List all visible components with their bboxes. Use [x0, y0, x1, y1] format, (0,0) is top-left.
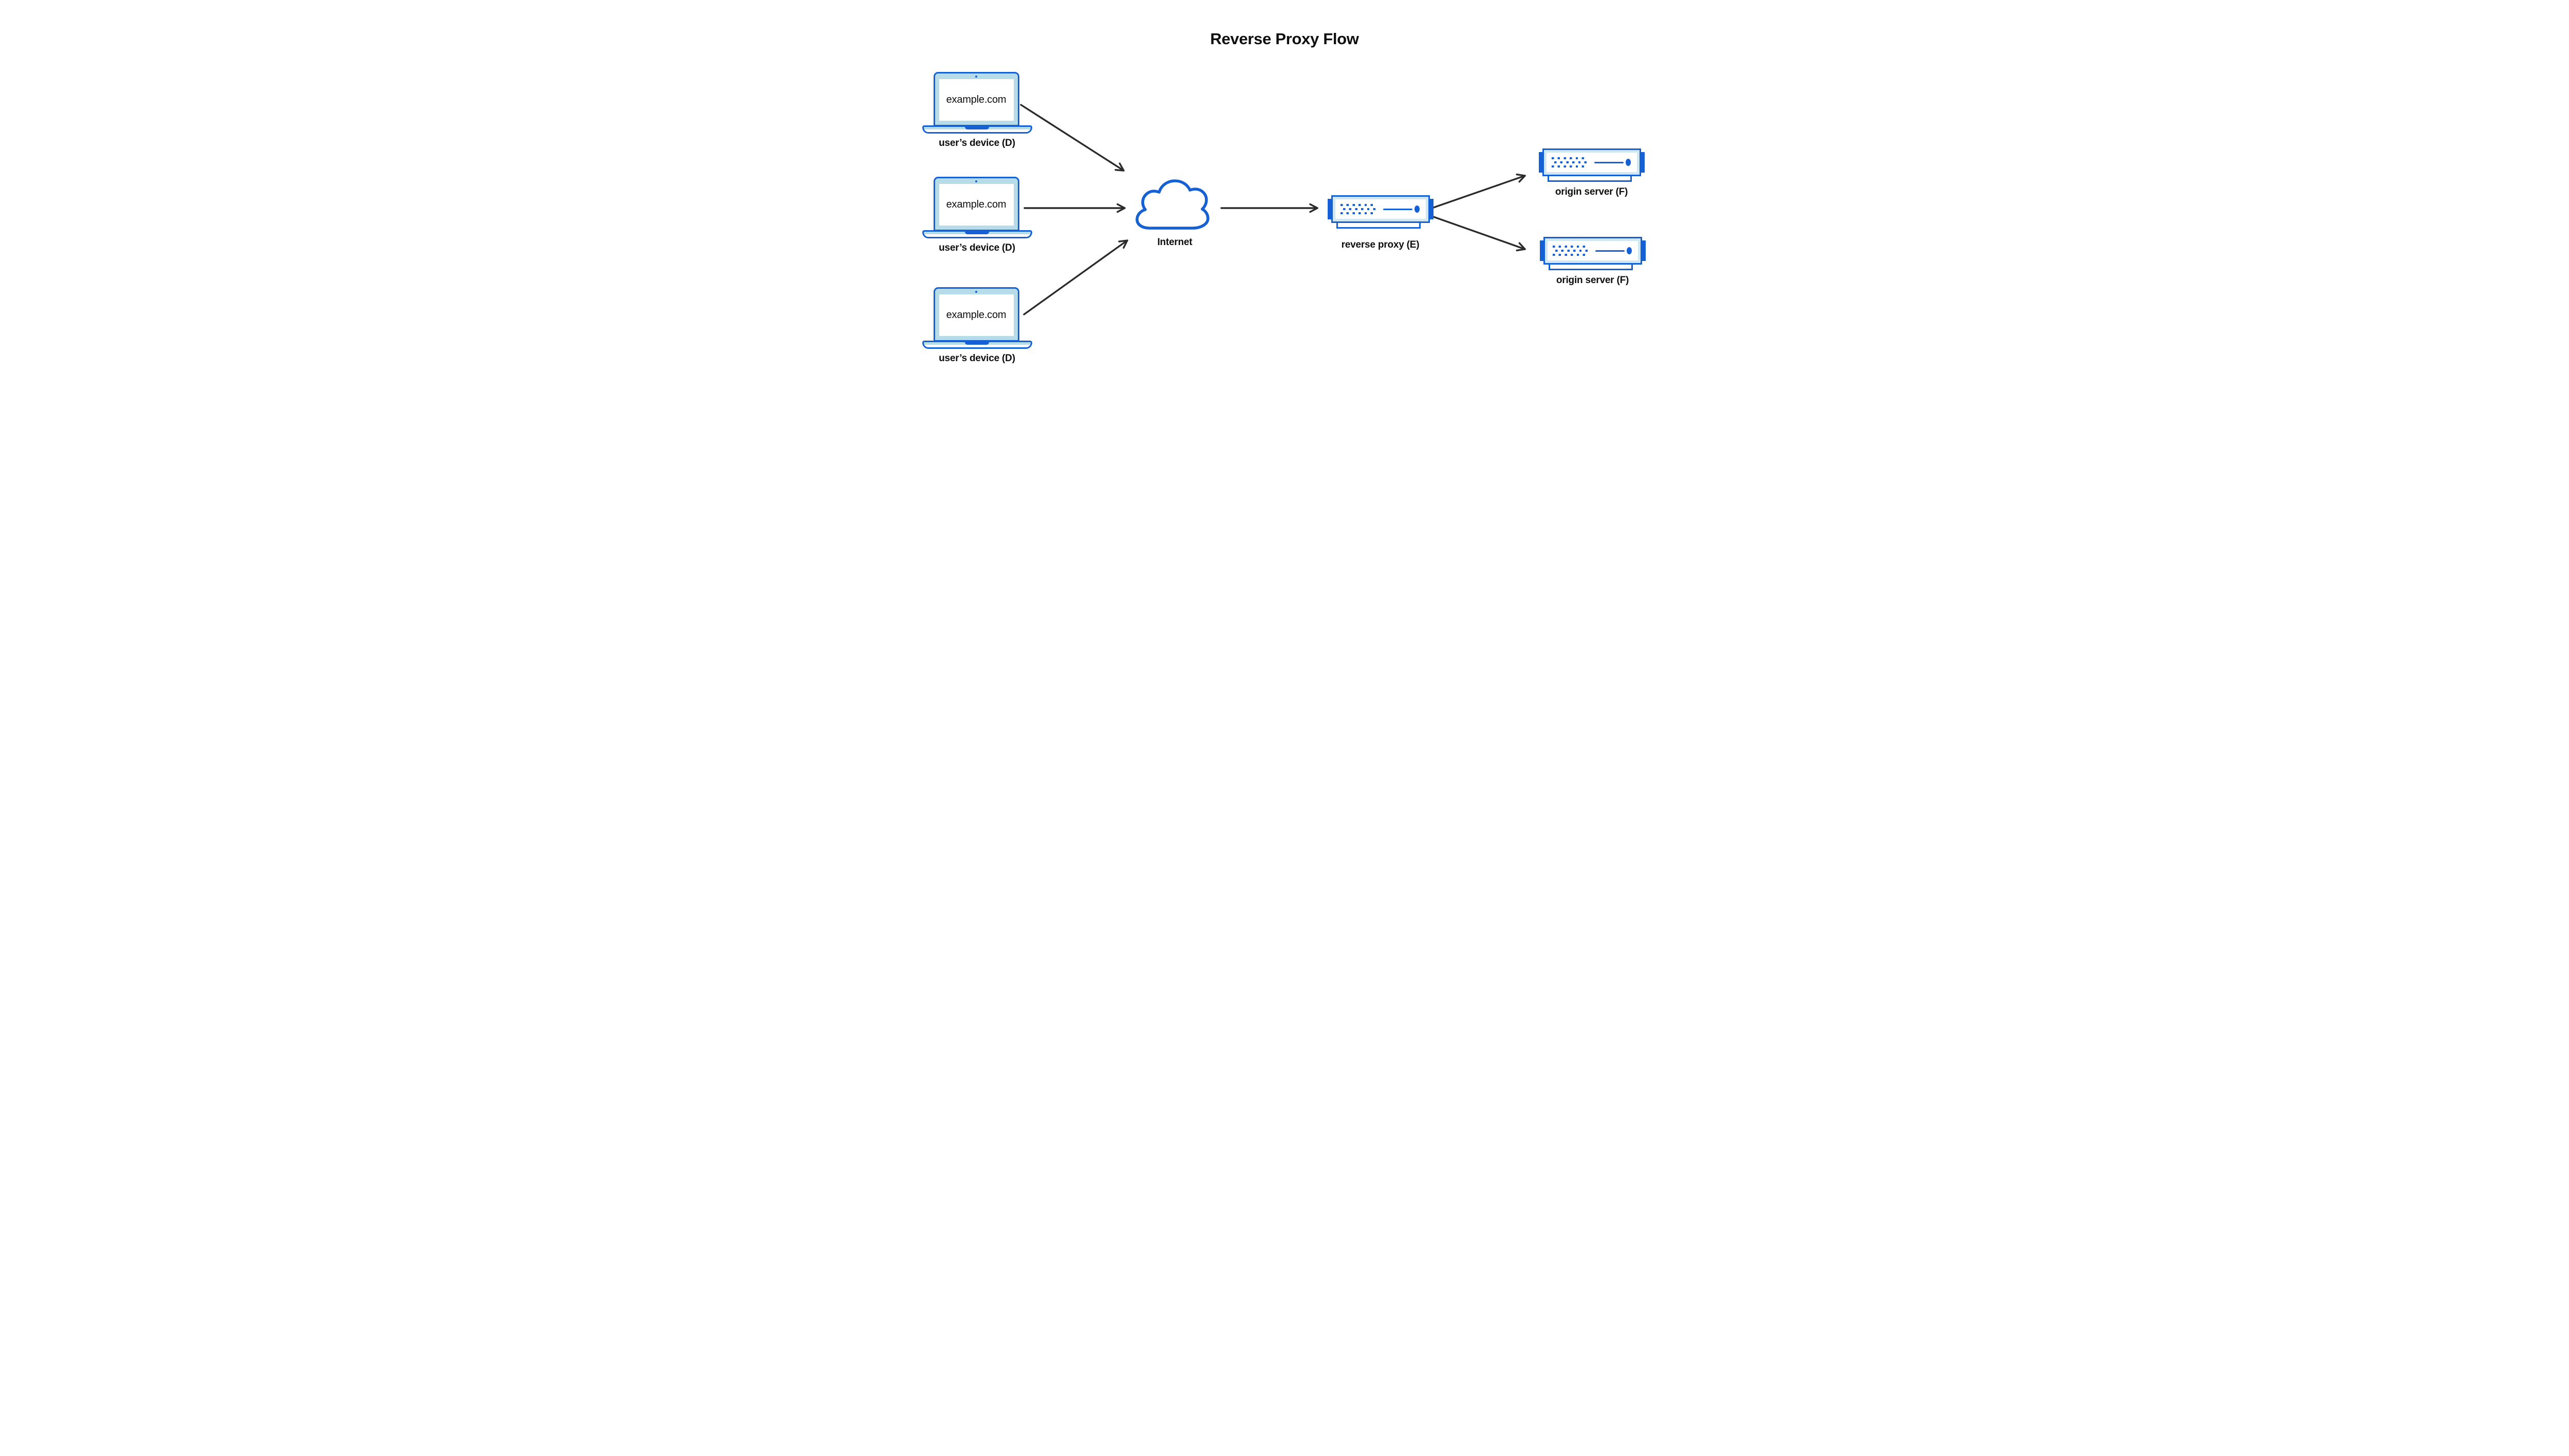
vent-dot-row [1552, 245, 1585, 248]
laptop-screen-text: example.com [939, 294, 1014, 336]
laptop-icon: example.com [933, 177, 1019, 231]
server-vent-dots [1552, 245, 1588, 256]
diagram-canvas: Reverse Proxy Flow examp [882, 0, 1687, 402]
origin-server-2-label: origin server (F) [1556, 275, 1629, 286]
vent-dot-row [1343, 208, 1376, 211]
origin-server-2: origin server (F) [1539, 237, 1646, 294]
server-right-cap [1639, 152, 1645, 173]
vent-dot-row [1340, 212, 1373, 215]
cloud-icon [1135, 179, 1209, 230]
arrow-device1-to-internet [1019, 104, 1125, 172]
laptop-base [922, 341, 1032, 349]
internet-label: Internet [1157, 237, 1193, 248]
laptop-screen-text: example.com [939, 184, 1014, 226]
laptop-camera-dot [975, 76, 977, 78]
arrow-internet-to-proxy [1220, 203, 1318, 213]
origin-server-1-label: origin server (F) [1555, 186, 1628, 197]
laptop-screen-text: example.com [939, 79, 1014, 121]
server-faceplate [1335, 199, 1426, 219]
vent-dot-row [1551, 165, 1584, 168]
user-device-1: example.com user’s device (D) [922, 72, 1032, 150]
laptop-camera-dot [975, 291, 977, 293]
arrow-device2-to-internet [1023, 203, 1126, 213]
server-slot-line [1594, 161, 1624, 163]
server-left-cap [1327, 199, 1333, 219]
server-icon [1331, 195, 1430, 223]
origin-server-1: origin server (F) [1538, 148, 1645, 206]
server-led [1625, 159, 1631, 166]
laptop-base-stripe [923, 345, 1031, 347]
reverse-proxy-node: reverse proxy (E) [1327, 195, 1434, 253]
arrow-proxy-to-origin2 [1432, 216, 1526, 252]
server-led [1626, 247, 1632, 254]
laptop-base [922, 230, 1032, 238]
laptop-base-notch [965, 127, 989, 129]
internet-node: Internet [1135, 179, 1215, 248]
server-icon [1542, 148, 1641, 176]
vent-dot-row [1551, 157, 1584, 160]
laptop-icon: example.com [933, 287, 1019, 342]
arrow-proxy-to-origin1 [1432, 173, 1526, 209]
user-device-3: example.com user’s device (D) [922, 287, 1032, 365]
server-left-cap [1539, 240, 1545, 261]
laptop-base-stripe [923, 129, 1031, 132]
user-device-2: example.com user’s device (D) [922, 177, 1032, 255]
reverse-proxy-label: reverse proxy (E) [1341, 239, 1420, 250]
laptop-base-notch [965, 342, 989, 345]
server-led [1414, 206, 1420, 213]
server-icon [1543, 237, 1642, 265]
laptop-base-stripe [923, 234, 1031, 237]
server-left-cap [1538, 152, 1544, 173]
laptop-icon: example.com [933, 72, 1019, 126]
server-right-cap [1428, 199, 1434, 219]
server-right-cap [1640, 240, 1646, 261]
cloud-outline [1135, 179, 1209, 230]
laptop-base [922, 125, 1032, 134]
server-slot-line [1595, 250, 1625, 252]
server-faceplate [1547, 241, 1638, 260]
laptop-camera-dot [975, 180, 977, 182]
user-device-2-label: user’s device (D) [939, 242, 1015, 253]
server-vent-dots [1551, 157, 1587, 168]
user-device-1-label: user’s device (D) [939, 138, 1015, 148]
vent-dot-row [1552, 253, 1585, 256]
laptop-base-notch [965, 232, 989, 234]
user-device-3-label: user’s device (D) [939, 353, 1015, 364]
arrow-device3-to-internet [1022, 239, 1128, 315]
vent-dot-row [1555, 249, 1588, 252]
vent-dot-row [1340, 203, 1373, 207]
vent-dot-row [1554, 161, 1587, 164]
server-faceplate [1546, 153, 1637, 172]
server-slot-line [1383, 208, 1412, 210]
page-title: Reverse Proxy Flow [1210, 30, 1359, 48]
server-vent-dots [1340, 203, 1376, 215]
